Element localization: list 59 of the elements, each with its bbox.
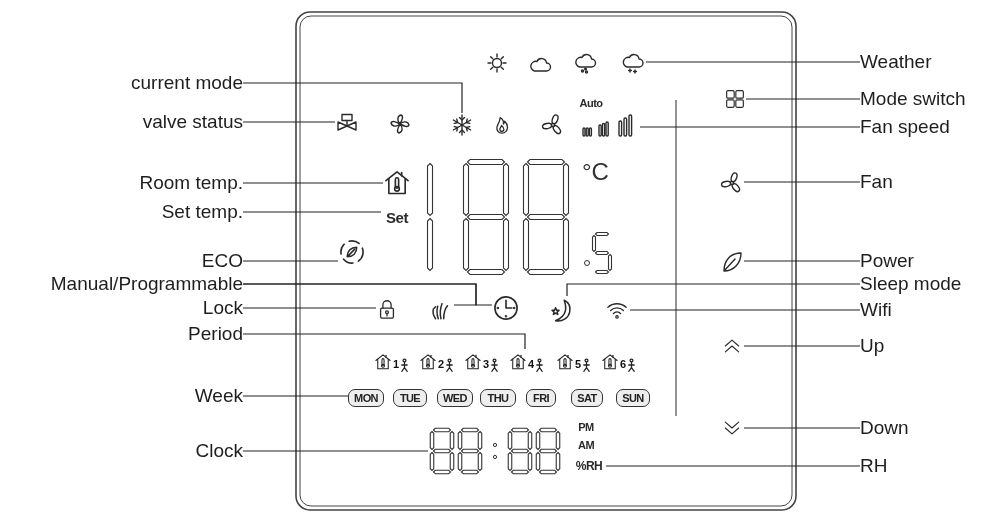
callout-label: Set temp. [3,201,243,223]
segment-display-drawing [428,427,563,475]
snowflake-icon [450,113,474,137]
eco-leaf-icon [338,238,366,266]
callout-label: Sleep mode [860,273,1000,295]
grid-icon [724,89,746,109]
leader-line [242,450,429,452]
callout-label: Fan [860,171,1000,193]
callout-label: Lock [3,297,243,319]
leader-line [743,427,861,429]
callout-label: current mode [3,72,243,94]
callout-label: Weather [860,51,1000,73]
leader-line [743,181,861,183]
leader-line [242,307,377,309]
day-badge: SAT [571,389,603,407]
leader-line [645,61,861,63]
callout-label: Clock [3,440,243,462]
leader-line [242,82,463,114]
callout-label: Mode switch [860,88,1000,110]
leader-line [242,333,526,350]
day-badge: FRI [526,389,556,407]
leader-line [242,182,384,184]
day-badge: THU [480,389,516,407]
leader-line [743,345,861,347]
callout-label: Period [3,323,243,345]
leader-line [242,121,336,123]
leader-line [242,211,382,213]
leader-line [605,465,861,467]
callout-label: Wifi [860,299,1000,321]
leader-line [242,260,339,262]
day-badge: WED [437,389,473,407]
day-badge: MON [348,389,384,407]
leader-line [242,395,349,397]
leader-line [639,126,861,128]
day-badge: SUN [616,389,650,407]
day-badge: TUE [393,389,427,407]
set-indicator: Set [381,207,413,227]
clock-icon [492,294,520,322]
leader-line [566,283,861,297]
leaf-icon [720,250,744,274]
humidity-indicator: %RH [572,457,606,475]
callout-label: Manual/Programmable [3,273,243,295]
leader-line [745,98,861,100]
unit-label: °C [582,160,609,184]
indicator-text: Auto [578,96,604,110]
leader-line [743,260,861,262]
indicator-text: AM [576,438,596,452]
callout-label: Up [860,335,1000,357]
leader-line [629,309,861,311]
indicator-text: PM [577,420,595,434]
callout-label: Down [860,417,1000,439]
callout-label: Power [860,250,1000,272]
snow-cloud-icon [620,52,646,76]
callout-label: valve status [3,111,243,133]
callout-label: Fan speed [860,116,1000,138]
callout-label: ECO [3,250,243,272]
callout-label: Room temp. [3,172,243,194]
callout-label: Week [3,385,243,407]
callout-label: RH [860,455,1000,477]
